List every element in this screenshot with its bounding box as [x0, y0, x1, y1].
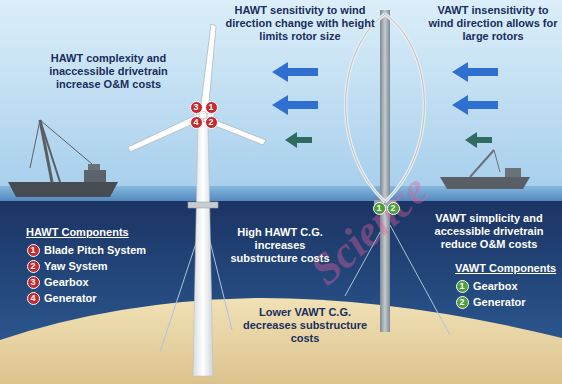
vawt-turbine — [346, 10, 425, 332]
component-name: Generator — [44, 291, 97, 305]
callout-number: 2 — [387, 202, 400, 215]
callout-number: 1 — [373, 202, 386, 215]
callout-number: 1 — [27, 244, 40, 257]
seabed — [0, 298, 562, 384]
callout-text: Lower VAWT C.G. decreases substructure c… — [240, 306, 370, 345]
component-name: Gearbox — [473, 279, 518, 293]
callout-number: 2 — [27, 260, 40, 273]
callout-text: HAWT sensitivity to wind direction chang… — [225, 4, 375, 43]
crane-ship — [8, 120, 118, 197]
crane-ship — [440, 150, 530, 189]
callout-number: 2 — [456, 296, 469, 309]
callout-text: VAWT insensitivity to wind direction all… — [428, 4, 558, 43]
callout-text: HAWT complexity and inaccessible drivetr… — [26, 52, 191, 91]
component-name: Generator — [473, 295, 526, 309]
component-name: Gearbox — [44, 275, 89, 289]
callout-number: 3 — [27, 276, 40, 289]
component-name: Blade Pitch System — [44, 243, 146, 257]
callout-number: 1 — [456, 280, 469, 293]
callout-number: 4 — [27, 292, 40, 305]
callout-number: 1 — [205, 101, 218, 114]
component-name: Yaw System — [44, 259, 108, 273]
callout-number: 3 — [190, 101, 203, 114]
underwater — [0, 201, 562, 384]
callout-number: 2 — [205, 116, 218, 129]
component-heading: VAWT Components — [455, 262, 556, 275]
callout-number: 4 — [190, 116, 203, 129]
callout-text: High HAWT C.G. increases substructure co… — [220, 226, 340, 265]
sky — [0, 0, 562, 190]
component-heading: HAWT Components — [26, 226, 129, 239]
callout-text: VAWT simplicity and accessible drivetrai… — [420, 212, 558, 251]
